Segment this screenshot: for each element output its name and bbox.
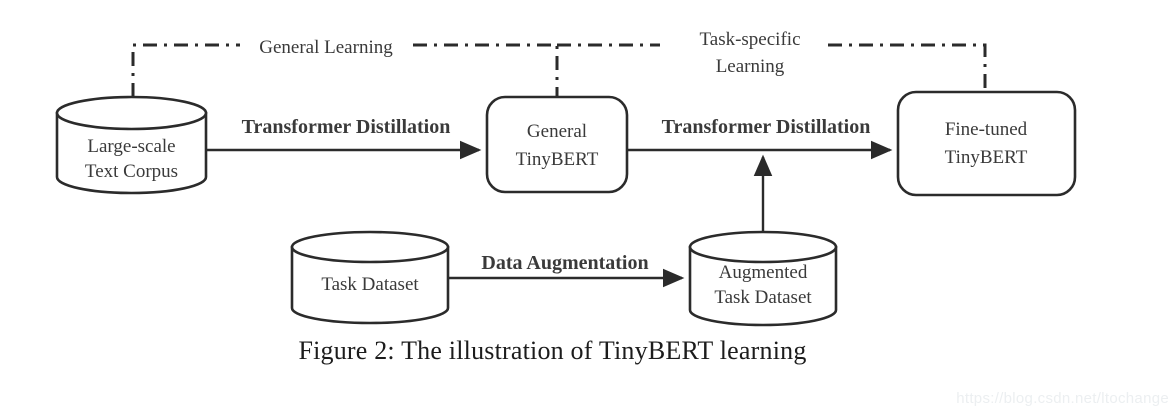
bracket-general-learning-label: General Learning	[259, 37, 393, 58]
node-fine-tuned-tinybert-line1: Fine-tuned	[945, 119, 1028, 140]
node-large-scale-text-corpus-line2: Text Corpus	[85, 161, 178, 182]
edge-task-to-augmented-dataset: Data Augmentation	[448, 252, 685, 288]
node-general-tinybert-box	[485, 95, 629, 194]
edge-label-transformer-distillation-1: Transformer Distillation	[242, 116, 451, 138]
edge-corpus-to-general-tinybert: Transformer Distillation	[206, 116, 482, 160]
cylinder-body	[55, 111, 208, 195]
node-fine-tuned-tinybert[interactable]: Fine-tuned TinyBERT	[896, 90, 1077, 197]
cylinder-top	[55, 95, 208, 131]
node-fine-tuned-tinybert-box	[896, 90, 1077, 197]
cylinder-body	[290, 245, 450, 325]
node-fine-tuned-tinybert-line2: TinyBERT	[945, 147, 1028, 168]
edge-label-transformer-distillation-2: Transformer Distillation	[662, 116, 871, 138]
node-task-dataset[interactable]: Task Dataset	[290, 230, 450, 325]
bracket-task-specific-label-line2: Learning	[716, 56, 785, 77]
bracket-general-learning-right-arm	[413, 43, 559, 97]
node-general-tinybert-line1: General	[527, 121, 587, 142]
node-task-dataset-line1: Task Dataset	[321, 274, 419, 295]
bracket-task-specific-learning: Task-specific Learning	[557, 29, 987, 92]
figure-caption: Figure 2: The illustration of TinyBERT l…	[298, 336, 807, 365]
node-general-tinybert[interactable]: General TinyBERT	[485, 95, 629, 194]
bracket-general-learning: General Learning	[131, 37, 559, 97]
node-large-scale-text-corpus[interactable]: Large-scale Text Corpus	[55, 95, 208, 195]
bracket-general-learning-left-arm	[131, 43, 240, 97]
cylinder-body	[688, 245, 838, 327]
edge-general-to-fine-tuned-tinybert: Transformer Distillation	[627, 116, 893, 160]
node-large-scale-text-corpus-line1: Large-scale	[87, 136, 175, 157]
cylinder-top	[290, 230, 450, 264]
node-augmented-task-dataset-line1: Augmented	[719, 262, 808, 283]
node-augmented-task-dataset-line2: Task Dataset	[714, 287, 812, 308]
edge-label-data-augmentation: Data Augmentation	[481, 252, 648, 274]
node-augmented-task-dataset[interactable]: Augmented Task Dataset	[688, 230, 838, 327]
node-general-tinybert-line2: TinyBERT	[516, 149, 599, 170]
cylinder-top	[688, 230, 838, 264]
bracket-task-specific-label-line1: Task-specific	[699, 29, 800, 50]
bracket-task-specific-right-arm	[828, 43, 987, 92]
watermark: https://blog.csdn.net/ltochange	[956, 390, 1169, 407]
